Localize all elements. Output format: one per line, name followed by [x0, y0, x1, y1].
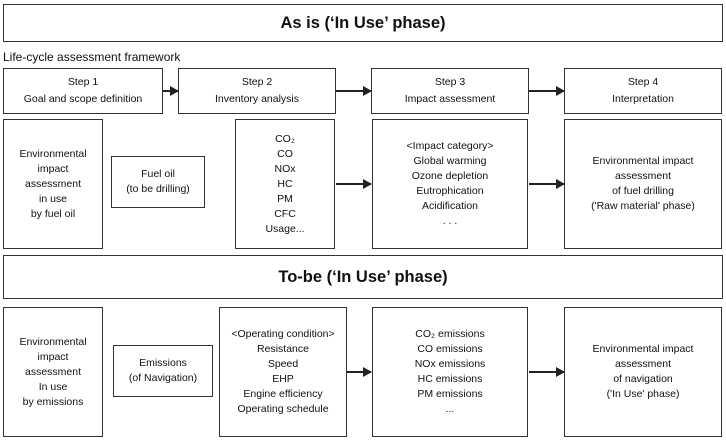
- step-arrow-1: [163, 86, 179, 95]
- emissions-input-line: (of Navigation): [128, 372, 198, 384]
- inventory-item: Usage...: [265, 222, 305, 235]
- inventory-item: PM: [277, 192, 293, 205]
- emissions-box: CO₂ emissions CO emissions NOx emissions…: [372, 307, 528, 437]
- operating-condition-item: EHP: [272, 373, 294, 385]
- inventory-item: CO: [277, 147, 293, 160]
- to-be-scope-line: In use: [38, 380, 68, 393]
- operating-condition-item: <Operating condition>: [231, 328, 335, 340]
- as-is-scope-line: by fuel oil: [30, 207, 76, 220]
- as-is-scope-line: Environmental: [19, 147, 87, 160]
- to-be-scope-line: assessment: [24, 365, 82, 378]
- step-1-name: Goal and scope definition: [23, 93, 143, 105]
- emission-item: CO₂ emissions: [415, 328, 485, 340]
- inventory-item: CFC: [274, 207, 296, 220]
- step-3-box: Step 3 Impact assessment: [371, 68, 529, 114]
- as-is-arrow-1: [336, 179, 372, 188]
- operating-condition-item: Speed: [267, 358, 299, 370]
- to-be-scope-line: Environmental: [19, 335, 87, 348]
- impact-category-item: Global warming: [413, 155, 487, 167]
- fuel-oil-box: Fuel oil (to be drilling): [111, 156, 205, 208]
- to-be-scope-box: Environmental impact assessment In use b…: [3, 307, 103, 437]
- to-be-result-line: of navigation: [613, 373, 673, 385]
- as-is-result-box: Environmental impact assessment of fuel …: [564, 119, 722, 249]
- as-is-banner: As is (‘In Use’ phase): [3, 4, 723, 42]
- emission-item: HC emissions: [417, 373, 483, 385]
- to-be-result-box: Environmental impact assessment of navig…: [564, 307, 722, 437]
- as-is-title: As is (‘In Use’ phase): [280, 13, 446, 32]
- emissions-input-box: Emissions (of Navigation): [113, 345, 213, 397]
- step-4-name: Interpretation: [612, 93, 674, 105]
- operating-condition-item: Engine efficiency: [243, 388, 323, 400]
- impact-category-item: Eutrophication: [416, 185, 484, 197]
- to-be-result-line: Environmental impact: [592, 343, 694, 355]
- as-is-scope-line: impact: [37, 162, 69, 175]
- inventory-box: CO₂ CO NOx HC PM CFC Usage...: [235, 119, 335, 249]
- to-be-title: To-be (‘In Use’ phase): [278, 267, 448, 286]
- impact-category-item: . . .: [442, 215, 458, 227]
- step-3-number: Step 3: [434, 76, 466, 88]
- impact-category-item: Acidification: [421, 200, 479, 212]
- as-is-arrow-2: [529, 179, 565, 188]
- step-3-name: Impact assessment: [404, 93, 496, 105]
- step-1-number: Step 1: [67, 76, 99, 88]
- emission-item: PM emissions: [417, 388, 483, 400]
- to-be-result-line: ('In Use' phase): [606, 388, 680, 400]
- framework-label: Life-cycle assessment framework: [3, 50, 181, 64]
- operating-condition-box: <Operating condition> Resistance Speed E…: [219, 307, 347, 437]
- inventory-item: HC: [277, 177, 293, 190]
- operating-condition-item: Operating schedule: [237, 403, 329, 415]
- inventory-item: NOx: [274, 162, 296, 175]
- to-be-scope-line: by emissions: [22, 395, 84, 408]
- step-arrow-2: [336, 86, 372, 95]
- impact-category-item: <Impact category>: [406, 140, 494, 152]
- as-is-result-line: ('Raw material' phase): [591, 200, 695, 212]
- to-be-banner: To-be (‘In Use’ phase): [3, 255, 723, 299]
- step-2-name: Inventory analysis: [214, 93, 300, 105]
- step-2-number: Step 2: [241, 76, 273, 88]
- as-is-scope-line: assessment: [24, 177, 82, 190]
- step-1-box: Step 1 Goal and scope definition: [3, 68, 163, 114]
- step-2-box: Step 2 Inventory analysis: [178, 68, 336, 114]
- emission-item: ...: [445, 403, 455, 415]
- as-is-scope-box: Environmental impact assessment in use b…: [3, 119, 103, 249]
- as-is-scope-line: in use: [38, 192, 68, 205]
- emissions-input-line: Emissions: [139, 357, 187, 369]
- operating-condition-item: Resistance: [257, 343, 309, 355]
- fuel-oil-line: (to be drilling): [126, 183, 190, 195]
- impact-category-item: Ozone depletion: [411, 170, 489, 182]
- step-4-number: Step 4: [627, 76, 659, 88]
- inventory-item: CO₂: [275, 132, 295, 145]
- impact-category-box: <Impact category> Global warming Ozone d…: [372, 119, 528, 249]
- to-be-arrow-2: [529, 367, 565, 376]
- to-be-arrow-1: [347, 367, 372, 376]
- to-be-scope-line: impact: [37, 350, 69, 363]
- to-be-result-line: assessment: [614, 358, 672, 370]
- step-4-box: Step 4 Interpretation: [564, 68, 722, 114]
- emission-item: NOx emissions: [414, 358, 486, 370]
- fuel-oil-line: Fuel oil: [141, 168, 175, 180]
- as-is-result-line: of fuel drilling: [612, 185, 674, 197]
- as-is-result-line: Environmental impact: [592, 155, 694, 167]
- step-arrow-3: [529, 86, 565, 95]
- as-is-result-line: assessment: [614, 170, 672, 182]
- emission-item: CO emissions: [417, 343, 483, 355]
